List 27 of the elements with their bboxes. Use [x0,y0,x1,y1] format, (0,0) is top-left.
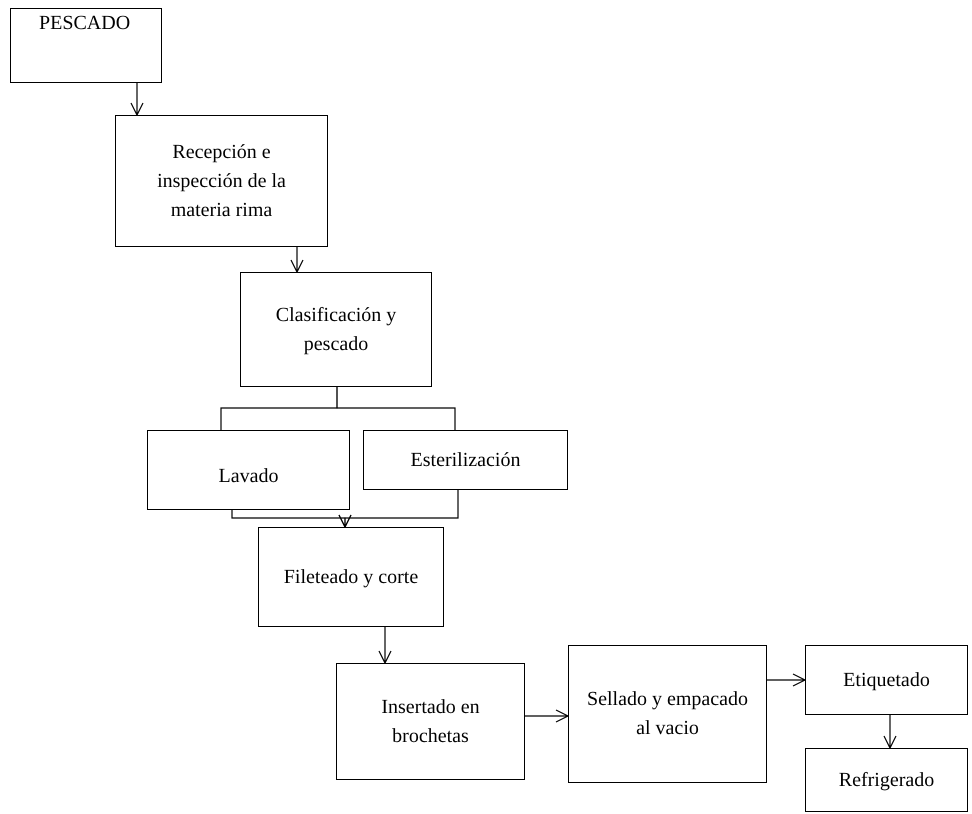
box-label: Refrigerado [838,768,934,792]
arrow [883,715,897,749]
process-box [568,645,767,783]
arrow [290,247,304,273]
box-label: Sellado y empacado al vacio [586,687,750,741]
process-box [240,272,432,387]
box-label: Clasificación y pescado [274,302,398,356]
box-label: Lavado [218,464,278,488]
arrow [767,673,806,687]
box-label: Etiquetado [843,668,930,692]
process-box [805,645,968,715]
process-box [10,8,162,83]
process-box [147,430,350,510]
process-box [336,663,525,780]
box-label: Esterilización [410,448,520,472]
process-box [115,115,328,247]
arrow [525,709,569,723]
arrow [378,627,392,664]
box-label: Fileteado y corte [284,564,418,590]
box-label: PESCADO [39,11,130,36]
arrow [130,83,144,116]
arrow [338,490,459,528]
process-box [258,527,444,627]
box-label: Recepción e inspección de la materia rima [156,140,287,222]
process-box [363,430,568,490]
process-box [805,748,968,812]
box-label: Insertado en brochetas [380,694,481,748]
